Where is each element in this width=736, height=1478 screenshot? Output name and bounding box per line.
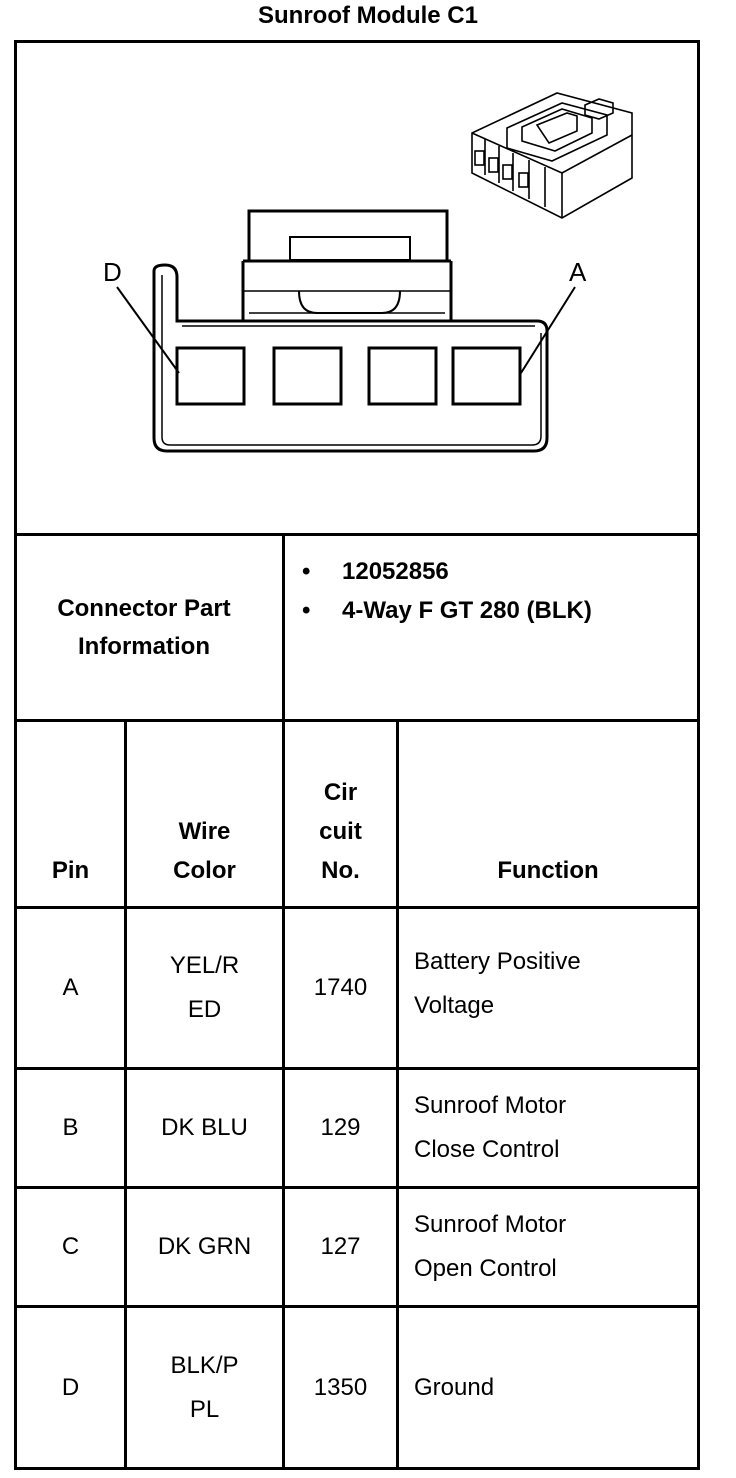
divider — [14, 1305, 700, 1308]
divider — [282, 533, 285, 1470]
cell-value: Voltage — [414, 992, 495, 1019]
cell-value: Sunroof Motor — [414, 1211, 567, 1238]
cell-value: 127 — [320, 1233, 361, 1260]
cell-value: 129 — [320, 1114, 361, 1141]
divider — [14, 1067, 700, 1070]
table-cell-function: Ground — [399, 1308, 697, 1467]
table-cell-wire-color: DK GRN — [127, 1189, 282, 1305]
cell-value: 1740 — [313, 974, 368, 1001]
connector-part-info-label: Connector Part Information — [17, 538, 269, 718]
cell-value: Open Control — [414, 1255, 557, 1282]
cell-value: PL — [189, 1395, 220, 1423]
table-cell-circuit: 1740 — [285, 909, 396, 1067]
pin-label-a: A — [569, 257, 587, 287]
cell-value: Close Control — [414, 1136, 560, 1163]
connector-part-info-list: • 12052856 • 4-Way F GT 280 (BLK) — [302, 552, 592, 630]
cavity-d — [175, 346, 246, 406]
diagram-title: Sunroof Module C1 — [258, 2, 478, 29]
divider — [14, 533, 700, 536]
table-cell-wire-color: YEL/R ED — [127, 909, 282, 1067]
cell-value: YEL/R — [169, 952, 240, 979]
bullet-icon: • — [302, 558, 311, 585]
connector-housing — [152, 263, 549, 453]
header-pin: Pin — [17, 724, 124, 904]
divider — [124, 719, 127, 1470]
table-cell-pin: D — [17, 1308, 124, 1467]
table-cell-circuit: 127 — [285, 1189, 396, 1305]
cell-value: B — [62, 1114, 79, 1141]
cavity-b — [367, 346, 438, 406]
connector-description: 4-Way F GT 280 (BLK) — [342, 597, 592, 624]
header-circuit-no: Cir cuit No. — [285, 724, 396, 904]
cell-value: Ground — [414, 1373, 495, 1401]
cell-value: D — [61, 1373, 80, 1401]
divider — [14, 906, 700, 909]
cell-value: BLK/P — [170, 1351, 239, 1379]
label-line: Information — [77, 633, 210, 660]
header-label: cuit — [319, 818, 362, 845]
table-cell-pin: B — [17, 1070, 124, 1186]
table-cell-wire-color: BLK/P PL — [127, 1308, 282, 1467]
list-item: • 4-Way F GT 280 (BLK) — [302, 591, 592, 630]
header-label: No. — [321, 857, 360, 884]
divider — [14, 1186, 700, 1189]
table-cell-circuit: 129 — [285, 1070, 396, 1186]
cavity-a — [451, 346, 522, 406]
header-function: Function — [399, 724, 697, 904]
divider — [396, 719, 399, 1470]
cell-value: DK GRN — [157, 1233, 252, 1260]
cell-value: ED — [187, 996, 222, 1023]
table-cell-circuit: 1350 — [285, 1308, 396, 1467]
header-wire-color: Wire Color — [127, 724, 282, 904]
divider — [14, 719, 700, 722]
part-number: 12052856 — [342, 558, 449, 585]
list-item: • 12052856 — [302, 552, 592, 591]
label-line: Connector Part — [57, 595, 231, 622]
header-label: Function — [497, 857, 599, 884]
header-label: Pin — [51, 857, 90, 884]
cell-value: DK BLU — [161, 1114, 248, 1141]
leader-line-a — [520, 286, 576, 374]
table-frame — [14, 40, 700, 1470]
cell-value: A — [62, 974, 79, 1001]
bullet-icon: • — [302, 597, 311, 624]
table-cell-pin: C — [17, 1189, 124, 1305]
cell-value: 1350 — [313, 1373, 368, 1401]
cell-value: Battery Positive — [414, 948, 581, 975]
cavity-c — [272, 346, 343, 406]
leader-line-d — [116, 286, 180, 374]
connector-diagram: D A — [103, 92, 633, 453]
connector-thumbnail — [471, 92, 633, 219]
header-label: Color — [173, 857, 236, 884]
header-label: Wire — [178, 818, 231, 845]
cell-value: C — [61, 1233, 80, 1260]
table-cell-wire-color: DK BLU — [127, 1070, 282, 1186]
header-label: Cir — [323, 779, 358, 806]
pin-label-d: D — [103, 257, 122, 287]
table-cell-pin: A — [17, 909, 124, 1067]
cell-value: Sunroof Motor — [414, 1092, 567, 1119]
